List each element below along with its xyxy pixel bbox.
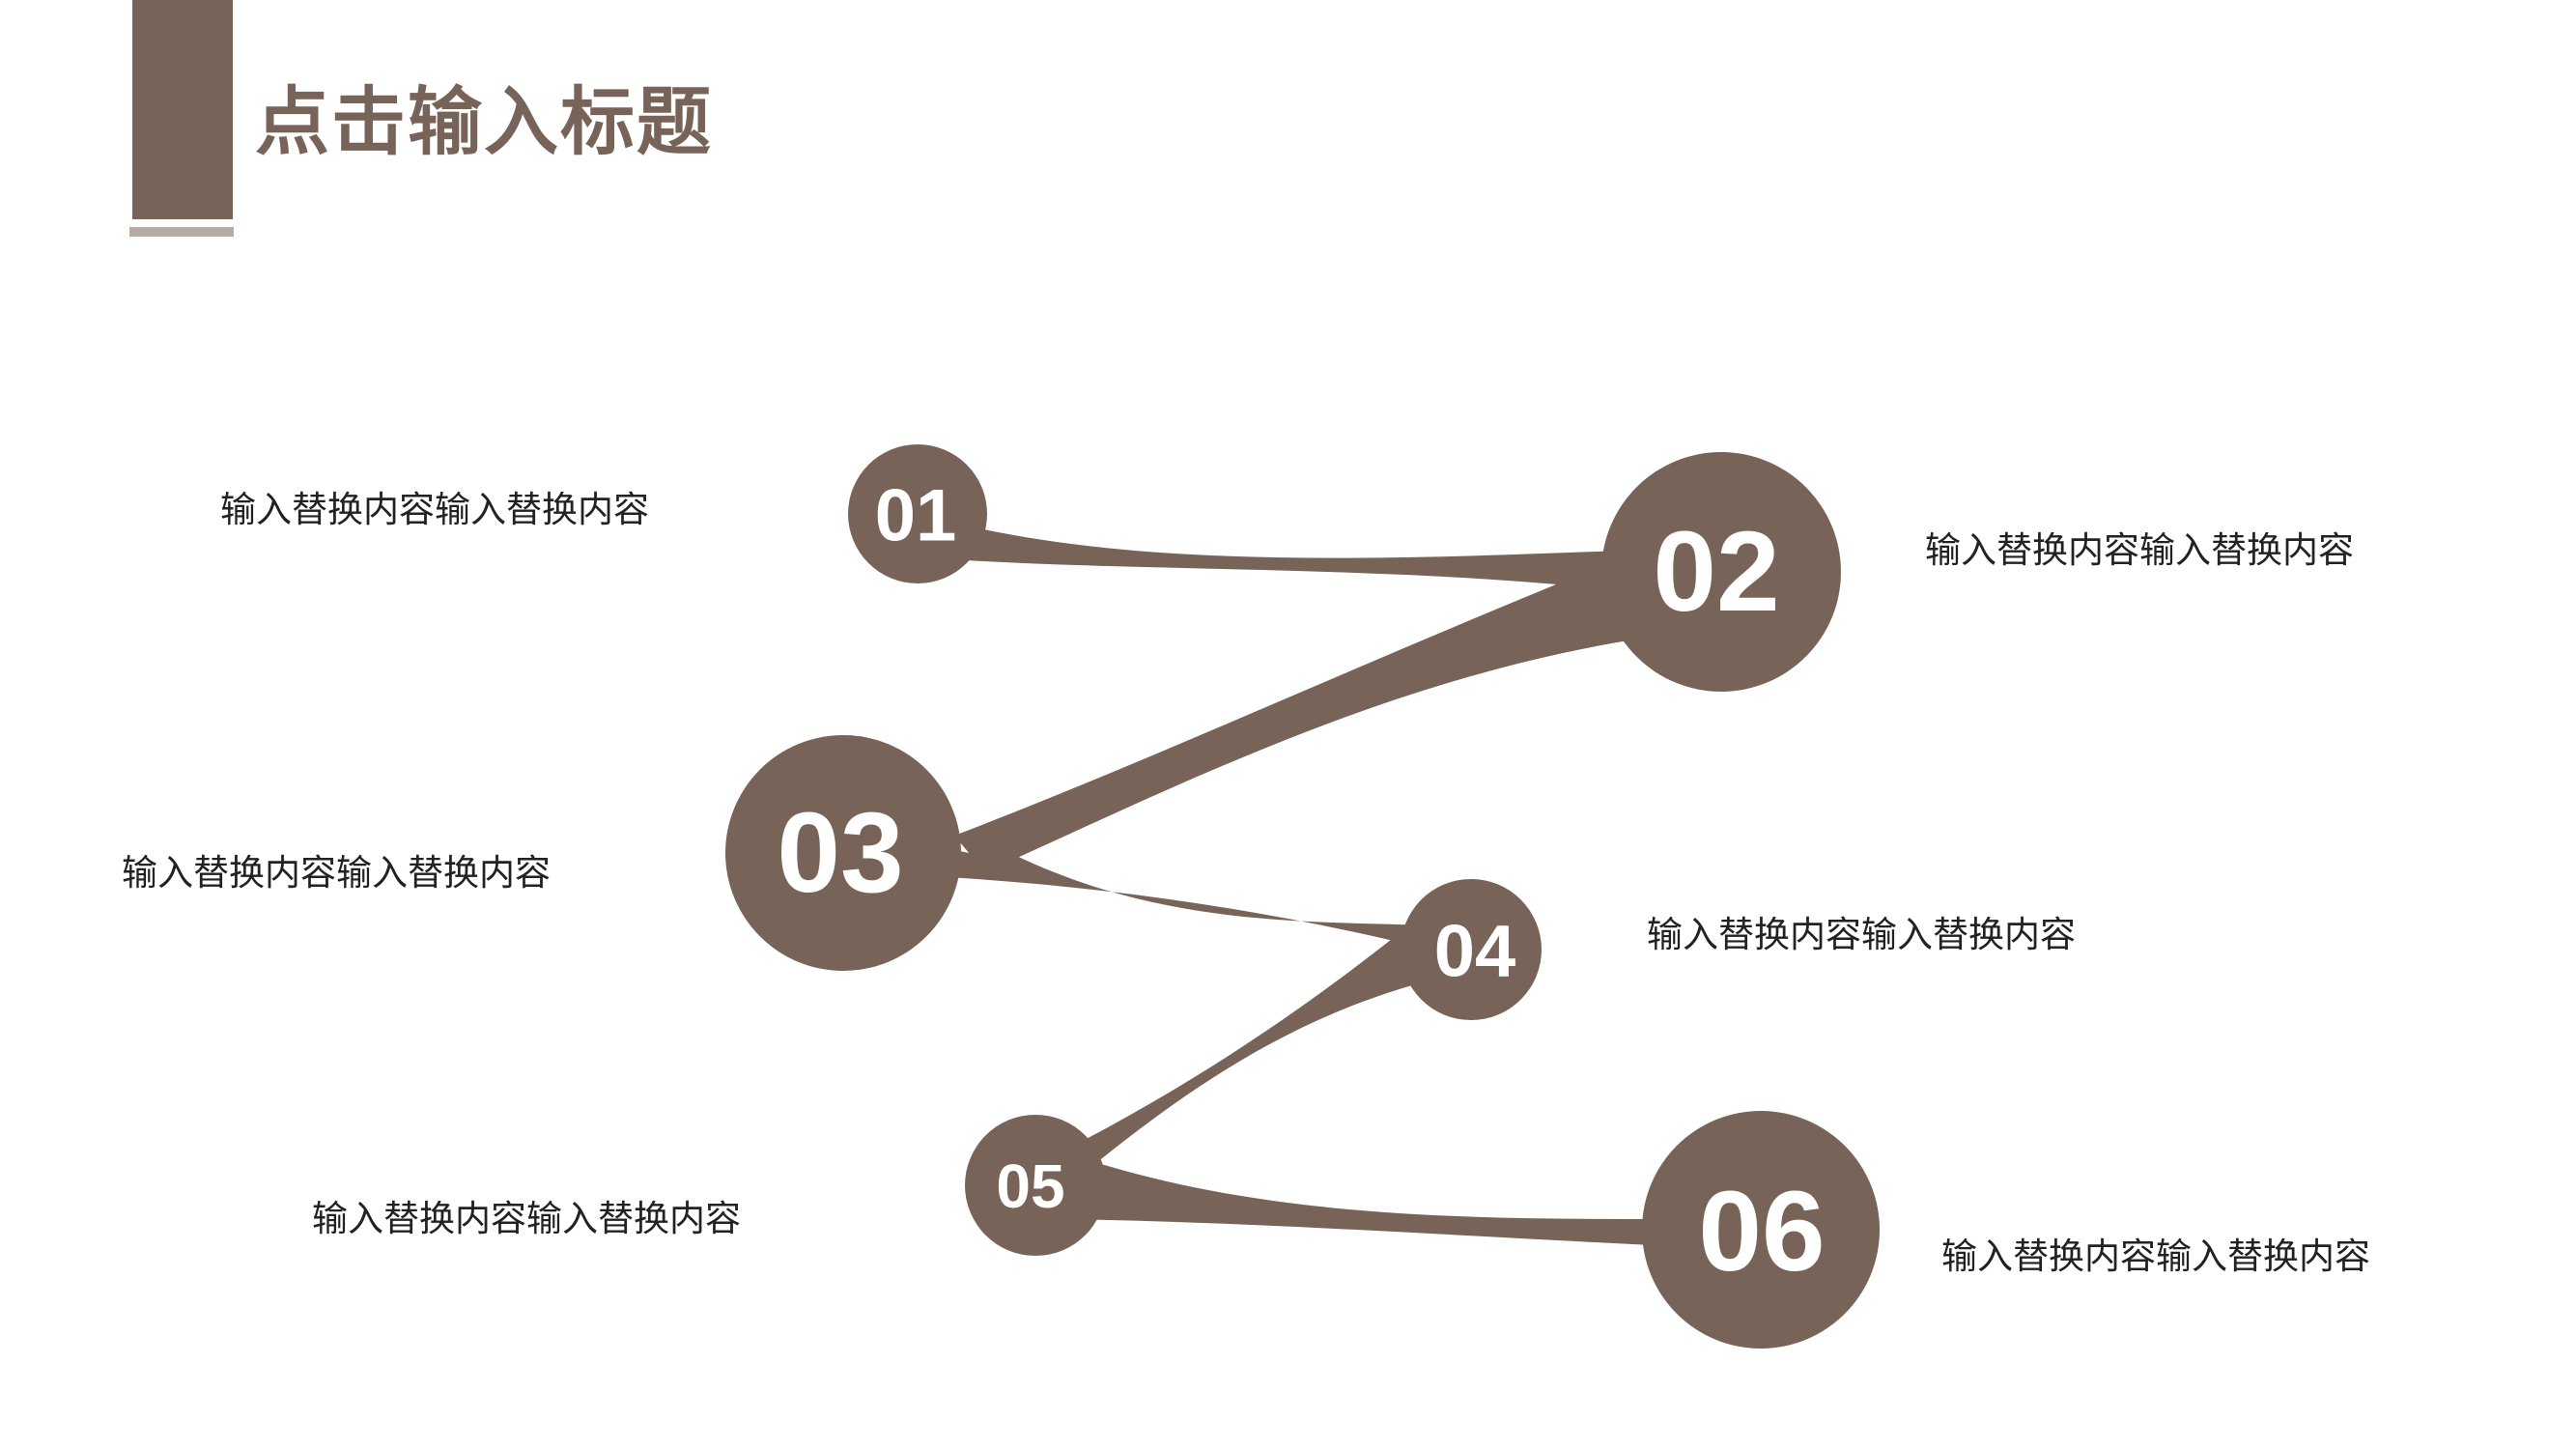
node-description-03[interactable]: 输入替换内容输入替换内容 <box>122 852 551 894</box>
node-number-06: 06 <box>1698 1168 1825 1295</box>
connector-01-02 <box>966 526 1623 591</box>
connector-02-03 <box>954 565 1647 872</box>
node-circle-04[interactable] <box>1401 879 1542 1020</box>
page-title[interactable]: 点击输入标题 <box>255 80 713 166</box>
node-number-05: 05 <box>996 1151 1064 1221</box>
node-circle-01[interactable] <box>848 444 987 583</box>
node-description-04[interactable]: 输入替换内容输入替换内容 <box>1647 914 2076 955</box>
node-number-01: 01 <box>875 475 957 557</box>
node-number-02: 02 <box>1653 508 1779 636</box>
node-description-02[interactable]: 输入替换内容输入替换内容 <box>1925 529 2354 571</box>
node-circle-03[interactable] <box>725 735 961 971</box>
title-accent-bar <box>132 0 233 219</box>
node-description-01[interactable]: 输入替换内容输入替换内容 <box>220 489 649 530</box>
connector-03-04 <box>947 850 1430 950</box>
node-description-05[interactable]: 输入替换内容输入替换内容 <box>312 1198 741 1239</box>
node-number-04: 04 <box>1434 911 1516 993</box>
node-number-03: 03 <box>777 789 903 917</box>
connector-04-05 <box>1062 932 1449 1171</box>
node-circle-02[interactable] <box>1601 452 1841 692</box>
title-accent-underline <box>129 227 234 237</box>
connector-05-06 <box>1062 1151 1671 1246</box>
node-description-06[interactable]: 输入替换内容输入替换内容 <box>1941 1236 2370 1277</box>
node-circle-06[interactable] <box>1642 1111 1880 1349</box>
node-circle-05[interactable] <box>965 1115 1106 1256</box>
